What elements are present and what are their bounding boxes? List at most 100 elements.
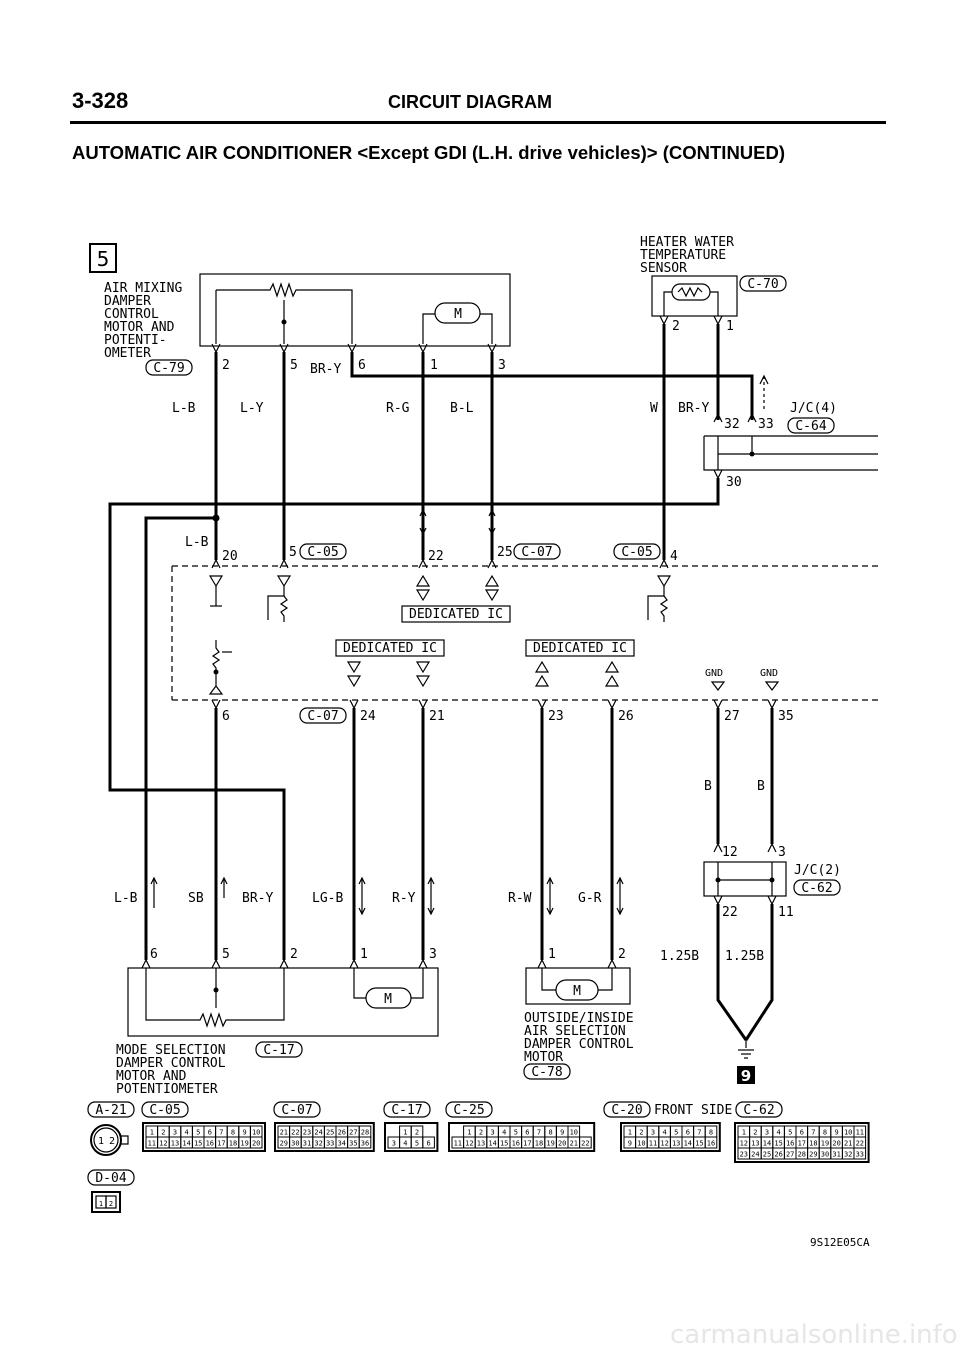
- connector-pin-number: 27: [786, 1151, 794, 1159]
- header-rule: [70, 121, 886, 124]
- svg-text:MOTOR AND: MOTOR AND: [116, 1069, 187, 1084]
- connector-pin-number: 2: [479, 1129, 483, 1137]
- svg-text:1: 1: [360, 947, 368, 962]
- svg-text:C-79: C-79: [153, 361, 184, 376]
- connector-pin-number: 12: [159, 1140, 167, 1148]
- connector-pin-number: 18: [229, 1140, 237, 1148]
- connector-pin-number: 15: [774, 1140, 782, 1148]
- connector-pin-number: 6: [426, 1140, 430, 1148]
- connector-pin-number: 15: [695, 1140, 703, 1148]
- svg-text:C-07: C-07: [307, 709, 338, 724]
- connector-pin-number: 32: [314, 1140, 322, 1148]
- svg-text:30: 30: [726, 475, 742, 490]
- svg-text:5: 5: [289, 545, 297, 560]
- connector-pin-cell: [704, 1136, 718, 1149]
- svg-text:DAMPER CONTROL: DAMPER CONTROL: [524, 1037, 634, 1052]
- connector-pin-number: 3: [765, 1129, 769, 1137]
- connector-pin-cell: [249, 1136, 263, 1149]
- svg-text:11: 11: [778, 905, 794, 920]
- connector-pin-number: 4: [502, 1129, 506, 1137]
- svg-text:5: 5: [290, 358, 298, 373]
- connector-pin-number: 6: [686, 1129, 690, 1137]
- svg-text:J/C(2): J/C(2): [794, 863, 841, 878]
- connector-pin-number: 2: [753, 1129, 757, 1137]
- svg-text:POTENTIOMETER: POTENTIOMETER: [116, 1082, 218, 1097]
- connector-pin-number: 26: [338, 1129, 346, 1137]
- svg-text:C-78: C-78: [531, 1065, 562, 1080]
- junction-connector-4: 32 33 J/C(4) C-64 30: [108, 401, 878, 960]
- connector-pin-number: 12: [465, 1140, 473, 1148]
- svg-text:M: M: [454, 307, 462, 322]
- page-number: 3-328: [72, 88, 129, 113]
- svg-text:1: 1: [99, 1200, 103, 1208]
- connector-pin-number: 15: [500, 1140, 508, 1148]
- connector-pin-number: 6: [525, 1129, 529, 1137]
- connector-pin-number: 13: [477, 1140, 485, 1148]
- svg-text:MOTOR: MOTOR: [524, 1050, 563, 1065]
- connector-pin-number: 20: [832, 1140, 840, 1148]
- svg-text:MODE SELECTION: MODE SELECTION: [116, 1043, 226, 1058]
- svg-text:23: 23: [548, 709, 564, 724]
- connector-pin-number: 6: [208, 1129, 212, 1137]
- connector-pin-number: 25: [763, 1151, 771, 1159]
- svg-text:DEDICATED IC: DEDICATED IC: [533, 641, 627, 656]
- svg-text:R-G: R-G: [386, 401, 410, 416]
- svg-text:D-04: D-04: [95, 1171, 126, 1186]
- connector-pin-number: 32: [844, 1151, 852, 1159]
- connector-pin-number: 11: [454, 1140, 462, 1148]
- svg-text:9: 9: [741, 1067, 751, 1085]
- connector-pin-number: 14: [488, 1140, 496, 1148]
- svg-text:21: 21: [429, 709, 445, 724]
- svg-text:5: 5: [222, 947, 230, 962]
- svg-text:6: 6: [358, 358, 366, 373]
- svg-text:C-05: C-05: [307, 545, 338, 560]
- svg-text:1: 1: [430, 358, 438, 373]
- svg-text:C-17: C-17: [391, 1103, 422, 1118]
- connector-pin-number: 1: [403, 1129, 407, 1137]
- connector-pin-number: 8: [548, 1129, 552, 1137]
- connector-pin-number: 10: [252, 1129, 260, 1137]
- svg-text:B: B: [704, 779, 712, 794]
- connector-pin-number: 22: [581, 1140, 589, 1148]
- svg-text:BR-Y: BR-Y: [678, 401, 709, 416]
- connector-pin-number: 18: [535, 1140, 543, 1148]
- svg-text:22: 22: [722, 905, 738, 920]
- connector-pin-number: 30: [291, 1140, 299, 1148]
- connector-outline: [734, 1122, 870, 1163]
- connector-pin-number: 7: [219, 1129, 223, 1137]
- connector-pin-number: 7: [697, 1129, 701, 1137]
- lower-wiring: [150, 708, 774, 960]
- connector-pin-number: 5: [415, 1140, 419, 1148]
- connector-pin-number: 1: [628, 1129, 632, 1137]
- svg-text:1.25B: 1.25B: [660, 949, 699, 964]
- svg-text:1.25B: 1.25B: [725, 949, 764, 964]
- connector-pin-number: 19: [240, 1140, 248, 1148]
- svg-text:2: 2: [109, 1136, 115, 1147]
- connector-pin-number: 8: [823, 1129, 827, 1137]
- connector-pin-number: 4: [662, 1129, 666, 1137]
- connector-pin-number: 29: [280, 1140, 288, 1148]
- svg-text:CONTROL: CONTROL: [104, 307, 159, 322]
- wire-lb-left: [144, 516, 216, 960]
- connector-pin-number: 23: [740, 1151, 748, 1159]
- connector-pin-number: 21: [844, 1140, 852, 1148]
- svg-text:GND: GND: [760, 668, 778, 679]
- connector-pin-number: 10: [570, 1129, 578, 1137]
- svg-text:L-Y: L-Y: [240, 401, 264, 416]
- connector-pin-number: 15: [194, 1140, 202, 1148]
- section-title: CIRCUIT DIAGRAM: [388, 92, 552, 112]
- svg-text:3: 3: [498, 358, 506, 373]
- connector-pin-number: 17: [798, 1140, 806, 1148]
- connector-pin-number: 25: [326, 1129, 334, 1137]
- mode-selection-motor: 6 5 2 1 3 M MODE SELECTION DAMPER CONTRO…: [116, 947, 439, 1097]
- svg-text:25: 25: [497, 545, 513, 560]
- svg-text:L-B: L-B: [185, 535, 209, 550]
- svg-text:1: 1: [548, 947, 556, 962]
- svg-text:C-25: C-25: [453, 1103, 484, 1118]
- connector-pin-number: 11: [148, 1140, 156, 1148]
- connector-pin-number: 33: [856, 1151, 864, 1159]
- svg-text:2: 2: [618, 947, 626, 962]
